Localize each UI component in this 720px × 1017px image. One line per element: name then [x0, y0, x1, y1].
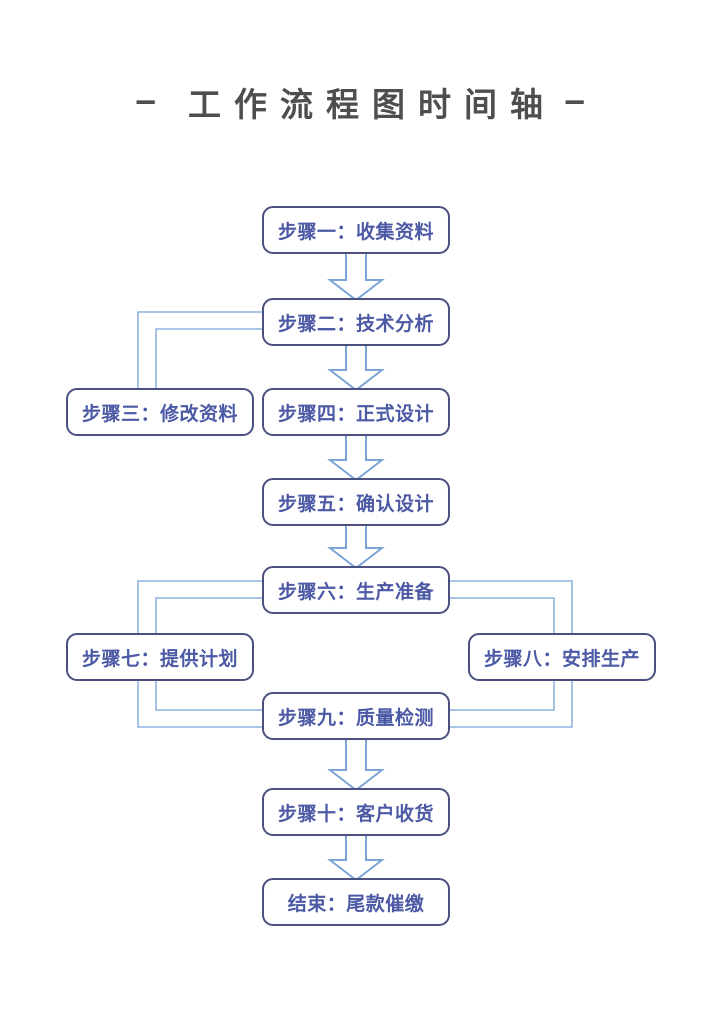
page-title: − 工作流程图时间轴 − — [0, 78, 720, 126]
flow-node-step-3: 步骤三：修改资料 — [66, 388, 254, 436]
title-dash-right: − — [564, 83, 586, 120]
connector-step2-step3-inner — [155, 328, 264, 389]
connector-step2-step3-outer — [137, 311, 264, 389]
flow-node-step-10: 步骤十：客户收货 — [262, 788, 450, 836]
node-label: 步骤三：修改资料 — [81, 403, 238, 425]
node-label: 步骤十：客户收货 — [277, 803, 434, 825]
node-label: 步骤五：确认设计 — [277, 493, 434, 515]
node-label: 步骤八：安排生产 — [483, 648, 640, 670]
node-label: 结束：尾款催缴 — [287, 893, 425, 915]
flow-node-step-2: 步骤二：技术分析 — [262, 298, 450, 346]
flow-arrow-step4-step5 — [327, 432, 385, 482]
title-text: 工作流程图时间轴 — [188, 86, 556, 123]
node-label: 步骤一：收集资料 — [277, 221, 434, 243]
flow-node-step-4: 步骤四：正式设计 — [262, 388, 450, 436]
title-dash-left: − — [134, 83, 156, 120]
node-label: 步骤七：提供计划 — [81, 648, 238, 670]
flow-node-step-1: 步骤一：收集资料 — [262, 206, 450, 254]
node-label: 步骤六：生产准备 — [277, 581, 434, 603]
node-label: 步骤二：技术分析 — [277, 313, 434, 335]
node-label: 步骤四：正式设计 — [277, 403, 434, 425]
flow-node-step-5: 步骤五：确认设计 — [262, 478, 450, 526]
flow-node-step-8: 步骤八：安排生产 — [468, 633, 656, 681]
flow-arrow-step9-step10 — [327, 736, 385, 792]
flow-node-end: 结束：尾款催缴 — [262, 878, 450, 926]
node-label: 步骤九：质量检测 — [277, 707, 434, 729]
flow-node-step-9: 步骤九：质量检测 — [262, 692, 450, 740]
flow-arrow-step1-step2 — [327, 250, 385, 302]
flow-node-step-6: 步骤六：生产准备 — [262, 566, 450, 614]
flow-arrow-step5-step6 — [327, 522, 385, 570]
flow-node-step-7: 步骤七：提供计划 — [66, 633, 254, 681]
flow-arrow-step2-step4 — [327, 342, 385, 392]
flow-arrow-step10-end — [327, 832, 385, 882]
